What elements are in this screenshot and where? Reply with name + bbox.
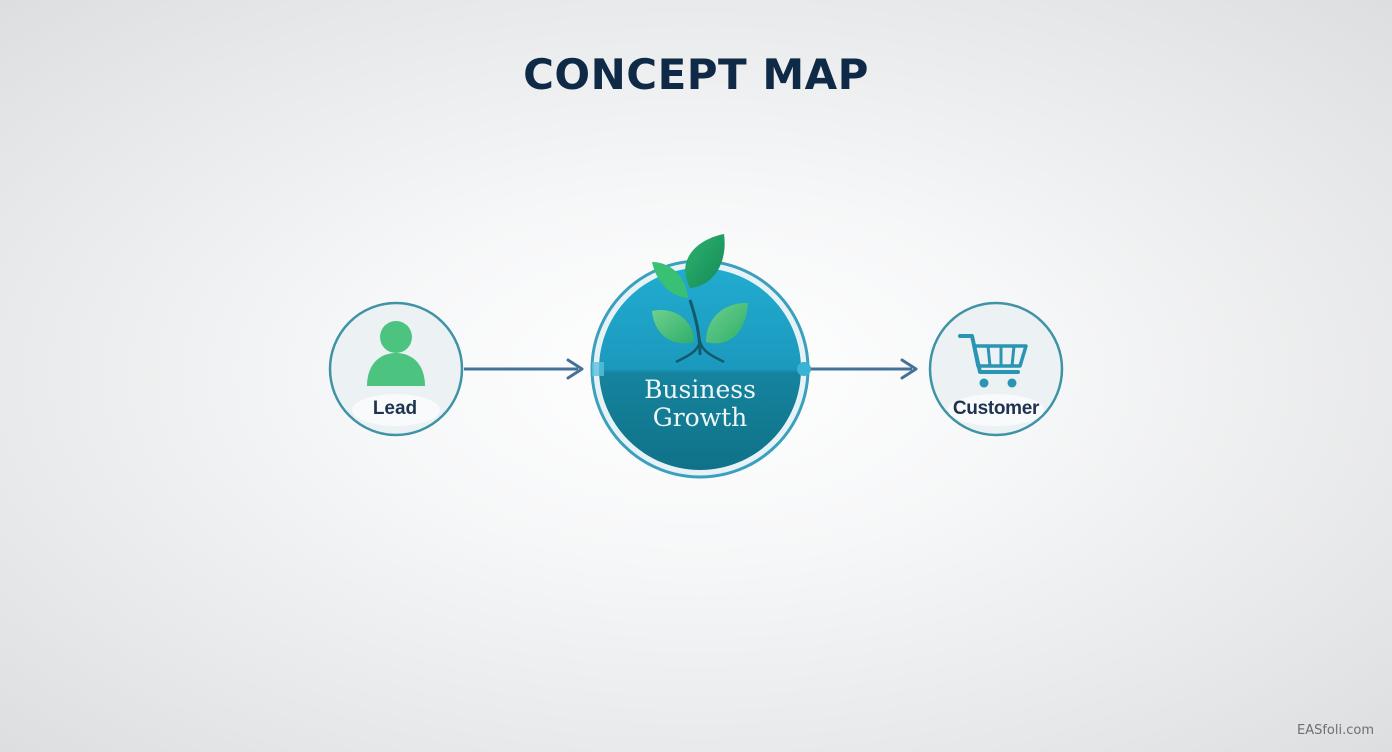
customer-label: Customer: [952, 398, 1040, 419]
watermark: EASfoli.com: [1296, 723, 1374, 738]
shopping-cart-icon: [958, 334, 1028, 388]
person-icon: [367, 321, 425, 386]
connector-growth-to-customer: [806, 358, 918, 380]
connector-lead-to-growth: [464, 358, 584, 380]
business-growth-line1: Business: [644, 375, 756, 404]
sprout-icon: [652, 234, 748, 364]
lead-label: Lead: [372, 398, 418, 419]
lead-node: [328, 301, 464, 437]
customer-node: [928, 301, 1064, 437]
business-growth-line2: Growth: [652, 403, 748, 432]
business-growth-label: Business Growth: [598, 376, 802, 432]
business-growth-node: [590, 234, 811, 479]
page-title: CONCEPT MAP: [523, 50, 869, 99]
